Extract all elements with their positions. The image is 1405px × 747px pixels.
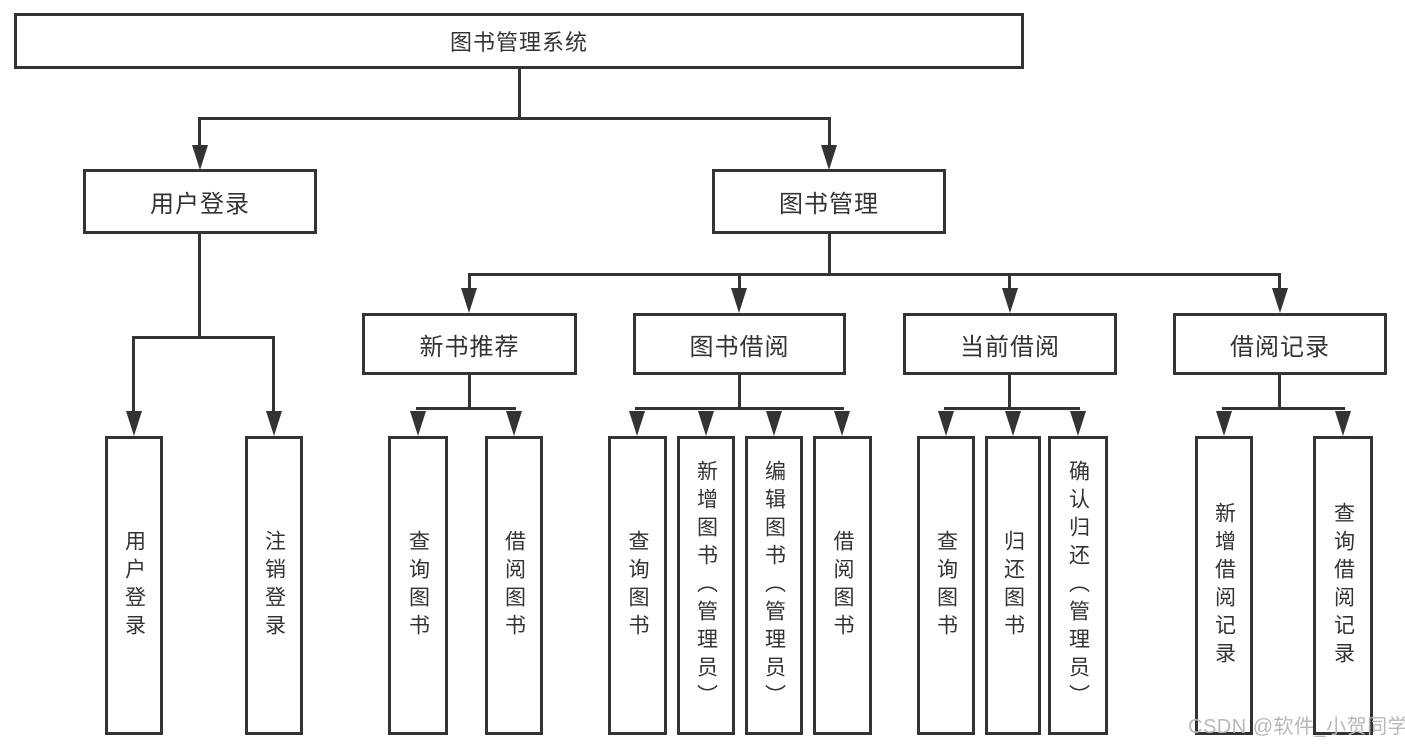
connector-records-stem bbox=[1278, 375, 1281, 410]
leaf-borrow-add-books-admin: 新增图书（管理员） bbox=[677, 436, 735, 735]
node-borrow-records: 借阅记录 bbox=[1173, 313, 1387, 375]
connector-level2-bus bbox=[198, 117, 831, 120]
arrowhead-down bbox=[266, 411, 282, 436]
node-current-borrow: 当前借阅 bbox=[903, 313, 1117, 375]
node-user-login: 用户登录 bbox=[83, 169, 317, 234]
arrowhead-down bbox=[1335, 411, 1351, 436]
leaf-current-query-books: 查询图书 bbox=[917, 436, 975, 735]
arrowhead-down bbox=[1002, 288, 1018, 313]
connector-drop-current bbox=[1008, 273, 1011, 291]
connector-root-stem bbox=[518, 69, 521, 117]
connector-drop-user-login bbox=[198, 117, 201, 147]
connector-user-login-bus bbox=[132, 336, 275, 339]
connector-user-login-stem bbox=[198, 234, 201, 336]
connector-records-bus bbox=[1222, 407, 1345, 410]
node-book-borrow: 图书借阅 bbox=[633, 313, 846, 375]
connector-current-bus bbox=[944, 407, 1080, 410]
connector-drop-records bbox=[1278, 273, 1281, 291]
leaf-user-login: 用户登录 bbox=[105, 436, 163, 735]
connector-drop-recommend bbox=[468, 273, 471, 291]
connector-level3-bus bbox=[468, 273, 1281, 276]
node-book-mgmt: 图书管理 bbox=[712, 169, 946, 234]
arrowhead-down bbox=[821, 145, 837, 170]
arrowhead-down bbox=[629, 411, 645, 436]
arrowhead-down bbox=[938, 411, 954, 436]
connector-drop-leaf-logout bbox=[272, 336, 275, 412]
leaf-logout: 注销登录 bbox=[245, 436, 303, 735]
arrowhead-down bbox=[1005, 411, 1021, 436]
arrowhead-down bbox=[1070, 411, 1086, 436]
arrowhead-down bbox=[461, 288, 477, 313]
leaf-borrow-query-books: 查询图书 bbox=[608, 436, 667, 735]
connector-book-mgmt-stem bbox=[828, 234, 831, 276]
connector-drop-leaf-login bbox=[132, 336, 135, 412]
arrowhead-down bbox=[192, 145, 208, 170]
leaf-borrow-borrow-books: 借阅图书 bbox=[813, 436, 872, 735]
arrowhead-down bbox=[126, 411, 142, 436]
arrowhead-down bbox=[506, 411, 522, 436]
arrowhead-down bbox=[1272, 288, 1288, 313]
leaf-records-add-record: 新增借阅记录 bbox=[1195, 436, 1253, 735]
arrowhead-down bbox=[698, 411, 714, 436]
leaf-current-return-books: 归还图书 bbox=[985, 436, 1041, 735]
connector-recommend-stem bbox=[468, 375, 471, 410]
node-root: 图书管理系统 bbox=[14, 13, 1024, 69]
arrowhead-down bbox=[731, 288, 747, 313]
connector-drop-borrow bbox=[738, 273, 741, 291]
arrowhead-down bbox=[766, 411, 782, 436]
leaf-current-confirm-return-admin: 确认归还（管理员） bbox=[1048, 436, 1108, 735]
leaf-recommend-query-books: 查询图书 bbox=[388, 436, 448, 735]
connector-drop-book-mgmt bbox=[828, 117, 831, 147]
connector-current-stem bbox=[1008, 375, 1011, 410]
connector-borrow-bus bbox=[635, 407, 844, 410]
arrowhead-down bbox=[1216, 411, 1232, 436]
arrowhead-down bbox=[410, 411, 426, 436]
leaf-recommend-borrow-books: 借阅图书 bbox=[485, 436, 543, 735]
arrowhead-down bbox=[834, 411, 850, 436]
node-new-book-recommend: 新书推荐 bbox=[362, 313, 577, 375]
connector-borrow-stem bbox=[738, 375, 741, 410]
connector-recommend-bus bbox=[416, 407, 516, 410]
leaf-records-query-record: 查询借阅记录 bbox=[1313, 436, 1373, 735]
leaf-borrow-edit-books-admin: 编辑图书（管理员） bbox=[745, 436, 803, 735]
watermark: CSDN @软件_小贺同学 bbox=[1188, 716, 1405, 738]
